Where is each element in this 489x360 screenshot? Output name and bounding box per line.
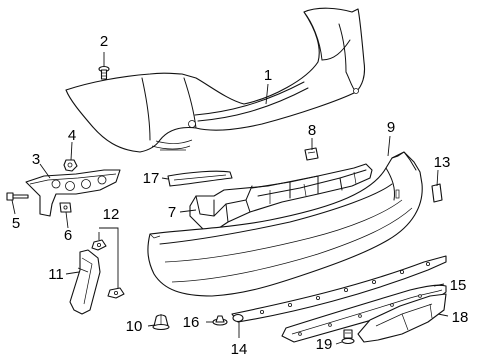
part-2-screw — [98, 65, 110, 80]
callout-19: 19 — [316, 336, 333, 353]
leader-1 — [265, 83, 269, 105]
part-7-absorber — [189, 163, 373, 231]
leader-6 — [65, 211, 69, 229]
part-16-pin — [212, 315, 228, 326]
leader-17 — [161, 177, 169, 180]
callout-5: 5 — [12, 215, 20, 232]
callout-7: 7 — [168, 204, 176, 221]
part-6-clip — [59, 202, 72, 213]
leader-lines — [11, 52, 449, 345]
callout-9: 9 — [387, 119, 395, 136]
part-15-spoiler — [281, 284, 447, 343]
callout-18: 18 — [452, 309, 469, 326]
leader-5 — [11, 199, 16, 215]
callout-3: 3 — [32, 151, 40, 168]
callout-2: 2 — [100, 33, 108, 50]
leader-19 — [335, 341, 343, 345]
leader-3 — [39, 163, 51, 179]
leader-12 — [98, 227, 119, 288]
part-11-support — [69, 249, 101, 315]
part-14-molding — [231, 255, 447, 323]
part-10-clip — [152, 314, 170, 331]
leader-15 — [433, 283, 445, 287]
part-1-rear-body — [65, 7, 366, 153]
callout-13: 13 — [434, 154, 451, 171]
part-12-clip-b — [107, 287, 125, 299]
callout-labels: 1 2 3 4 5 6 7 8 9 10 11 12 13 14 15 16 1… — [12, 33, 469, 358]
leader-10 — [147, 324, 156, 327]
callout-12: 12 — [103, 206, 120, 223]
callout-17: 17 — [143, 170, 160, 187]
callout-15: 15 — [450, 277, 467, 294]
callout-10: 10 — [126, 318, 143, 335]
part-12-clip-a — [91, 239, 107, 251]
leader-7 — [179, 209, 197, 213]
leader-9 — [387, 135, 391, 157]
callout-6: 6 — [64, 227, 72, 244]
part-17-reflector — [167, 170, 233, 187]
part-3-bracket — [25, 169, 121, 217]
callout-4: 4 — [68, 127, 76, 144]
leader-4 — [70, 141, 73, 161]
part-19-screw — [341, 329, 355, 345]
part-8-clip — [304, 147, 319, 161]
part-9-bumper-cover — [147, 151, 423, 297]
callout-14: 14 — [231, 341, 248, 358]
leader-18 — [437, 313, 449, 317]
leader-13 — [436, 169, 439, 187]
callout-11: 11 — [48, 266, 64, 283]
part-18-lower-piece — [357, 293, 447, 343]
callout-8: 8 — [308, 122, 316, 139]
callout-1: 1 — [264, 67, 272, 84]
part-5-bolt — [6, 192, 29, 201]
part-4-nut — [63, 159, 78, 172]
callout-16: 16 — [183, 314, 200, 331]
part-13-pad — [431, 183, 443, 203]
leader-11 — [65, 271, 80, 275]
